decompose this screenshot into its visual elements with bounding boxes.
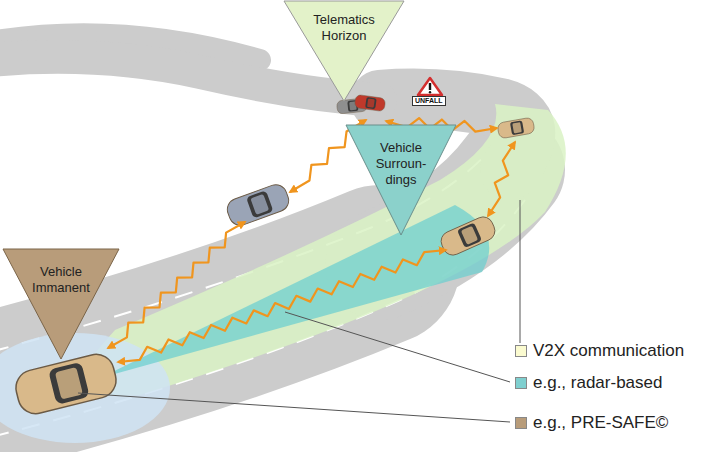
- radar-cone: [100, 205, 489, 378]
- leader-line: [78, 200, 520, 422]
- v2x-links: [108, 118, 515, 362]
- legend-text: e.g., radar-based: [533, 373, 662, 393]
- legend-item: V2X communication: [515, 340, 684, 362]
- legend-text: e.g., PRE-SAFE©: [533, 413, 668, 433]
- inverted-triangle: Vehicle Immanent: [2, 248, 120, 360]
- triangle-shape: [284, 1, 404, 101]
- car: [438, 214, 498, 258]
- leader-line: [285, 312, 510, 382]
- car: [224, 182, 292, 229]
- triangle-label: Telematics Horizon: [298, 12, 390, 44]
- legend-text: V2X communication: [533, 341, 684, 361]
- v2x-link: [488, 142, 515, 216]
- warning-sign: [429, 91, 431, 93]
- v2x-link: [118, 250, 446, 362]
- triangle-label: Vehicle Surroun- dings: [369, 140, 433, 188]
- leader-line: [520, 200, 521, 343]
- legend-item: e.g., PRE-SAFE©: [515, 412, 668, 434]
- triangle-shape: [346, 125, 456, 235]
- legend-item: e.g., radar-based: [515, 372, 662, 394]
- warning-sign: [418, 78, 442, 95]
- leader-line: [78, 393, 510, 422]
- sign-plate: UNFALL: [412, 96, 446, 106]
- v2x-link: [108, 222, 245, 348]
- node-text: Telematics Horizon: [298, 12, 390, 44]
- triangle-label: Vehicle Immanent: [19, 264, 103, 296]
- lane-marking: [0, 200, 525, 445]
- node-text: Vehicle Surroun- dings: [369, 140, 433, 188]
- car: [497, 117, 535, 139]
- node-text: Vehicle Immanent: [19, 264, 103, 296]
- car: [354, 94, 386, 111]
- warning-sign: [429, 83, 431, 90]
- legend-swatch: [515, 345, 527, 357]
- warning-sign: [418, 78, 442, 95]
- legend-swatch: [515, 377, 527, 389]
- car: [12, 351, 120, 418]
- triangle-shape: [3, 249, 119, 359]
- inverted-triangle: Telematics Horizon: [283, 0, 405, 102]
- legend-swatch: [515, 417, 527, 429]
- inverted-triangle: Vehicle Surroun- dings: [345, 124, 457, 236]
